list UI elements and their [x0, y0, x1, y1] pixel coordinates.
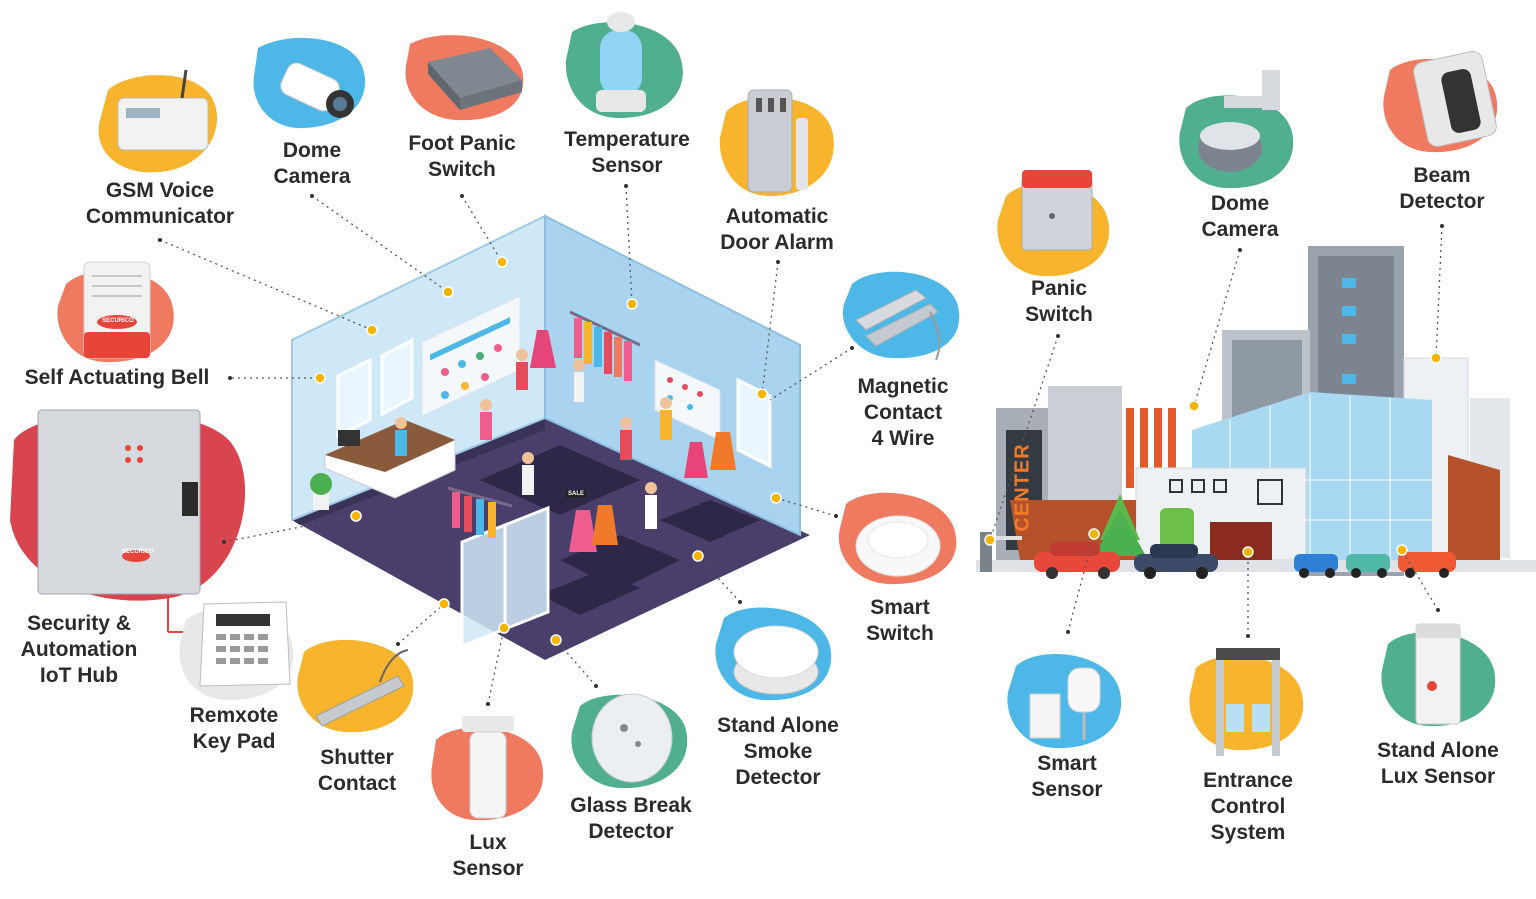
dome-camera-icon-1	[280, 62, 354, 118]
keypad-icon	[199, 601, 291, 687]
label-dome-camera-store: Dome Camera	[273, 139, 351, 188]
label-panic-switch: Panic Switch	[1025, 277, 1093, 326]
label-beam-detector: Beam Detector	[1399, 164, 1485, 213]
label-temperature-sensor: Temperature Sensor	[564, 128, 690, 177]
lux-alone-icon	[1415, 623, 1461, 725]
car-orange	[1398, 552, 1456, 578]
store-illustration	[291, 214, 810, 660]
magnetic-contact-icon	[855, 289, 941, 361]
car-blue	[1294, 554, 1338, 578]
shop-sale-sign: SALE	[566, 490, 587, 498]
lux-sensor-icon	[462, 716, 514, 819]
glass-break-icon	[591, 693, 673, 783]
label-smart-sensor: Smart Sensor	[1031, 752, 1103, 801]
building-illustration	[976, 246, 1536, 579]
label-entrance-control-system: Entrance Control System	[1203, 769, 1293, 844]
bell-brand-label: SECURICO	[102, 318, 134, 324]
device-icons	[10, 12, 1498, 821]
door-alarm-icon	[747, 89, 808, 193]
smartsensor-blob	[1007, 653, 1122, 749]
label-magnetic-contact: Magnetic Contact 4 Wire	[857, 375, 949, 450]
iot-hub-icon	[37, 409, 201, 595]
smart-sensor-icon	[1029, 667, 1101, 740]
hub-brand-label: SECURICO	[122, 549, 154, 555]
label-security-automation-hub: Security & Automation IoT Hub	[20, 612, 138, 687]
shutter-blob	[297, 639, 414, 733]
smoke-detector-icon	[733, 625, 819, 695]
label-lux-sensor: Lux Sensor	[452, 831, 524, 880]
panic-switch-icon	[1021, 170, 1093, 251]
dome-camera-icon-2	[1198, 70, 1280, 172]
temperature-sensor-icon	[596, 12, 646, 112]
beam-detector-icon	[1413, 51, 1497, 147]
label-automatic-door-alarm: Automatic Door Alarm	[720, 205, 834, 254]
label-remote-key-pad: Remxote Key Pad	[189, 704, 279, 753]
label-gsm-voice-communicator: GSM Voice Communicator	[85, 179, 235, 228]
gsm-device-icon	[117, 97, 209, 151]
label-glass-break-detector: Glass Break Detector	[570, 794, 692, 843]
bell-icon	[83, 261, 151, 359]
leader-lines	[158, 184, 1444, 706]
entrance-control-icon	[1216, 648, 1280, 756]
label-foot-panic-switch: Foot Panic Switch	[408, 132, 516, 181]
label-dome-camera-building: Dome Camera	[1201, 192, 1279, 241]
smart-switch-icon	[855, 515, 941, 577]
foot-switch-icon	[428, 48, 522, 98]
car-teal	[1346, 554, 1390, 578]
car-navy	[1134, 544, 1218, 579]
car-red	[1034, 542, 1120, 579]
entrance-blob	[1189, 655, 1304, 751]
label-smart-switch: Smart Switch	[866, 596, 934, 645]
label-stand-alone-lux-sensor: Stand Alone Lux Sensor	[1377, 739, 1499, 788]
shutter-contact-icon	[315, 649, 409, 727]
label-stand-alone-smoke-detector: Stand Alone Smoke Detector	[717, 714, 839, 789]
magnetic-blob	[842, 271, 960, 359]
label-self-actuating-bell: Self Actuating Bell	[24, 366, 210, 389]
building-center-sign: CENTER	[1011, 443, 1034, 532]
label-shutter-contact: Shutter Contact	[317, 746, 397, 795]
